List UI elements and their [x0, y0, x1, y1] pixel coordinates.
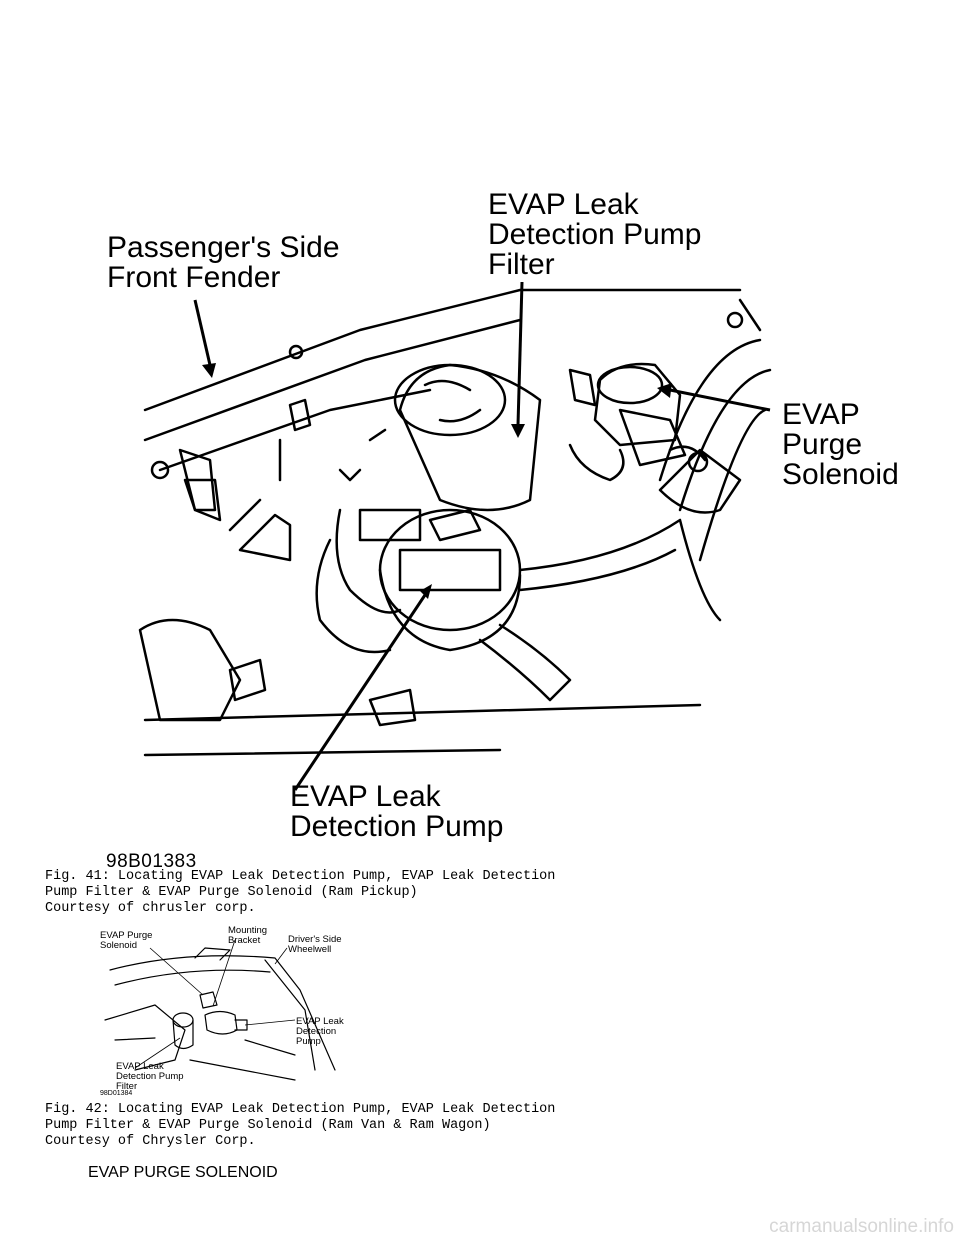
caption-figure-42: Fig. 42: Locating EVAP Leak Detection Pu… [45, 1102, 556, 1149]
label-evap-leak-detection-pump-filter: EVAP Leak Detection Pump Filter [488, 188, 702, 281]
label-evap-leak-detection-pump: EVAP Leak Detection Pump [290, 780, 504, 843]
label-evap-purge-solenoid: EVAP Purge Solenoid [782, 398, 899, 491]
label-passenger-side-front-fender: Passenger's Side Front Fender [107, 231, 340, 294]
figure-id-42: 98D01384 [100, 1090, 133, 1097]
label-fig42-evap-leak-detection-pump-filter: EVAP Leak Detection Pump Filter [116, 1061, 184, 1092]
section-heading: EVAP PURGE SOLENOID [88, 1164, 278, 1181]
label-fig42-mounting-bracket: Mounting Bracket [228, 925, 268, 946]
label-fig42-evap-purge-solenoid: EVAP Purge Solenoid [100, 930, 153, 951]
engine-bay-illustration-ram-pickup [138, 281, 772, 791]
caption-figure-41: Fig. 41: Locating EVAP Leak Detection Pu… [45, 869, 556, 916]
figure-id-41: 98B01383 [106, 851, 197, 872]
watermark: carmanualsonline.info [769, 1216, 954, 1237]
engine-bay-illustration-ram-van [104, 939, 336, 1081]
label-fig42-evap-leak-detection-pump: EVAP Leak Detection Pump [296, 1016, 344, 1047]
label-fig42-drivers-side-wheelwell: Driver's Side Wheelwell [288, 934, 342, 955]
